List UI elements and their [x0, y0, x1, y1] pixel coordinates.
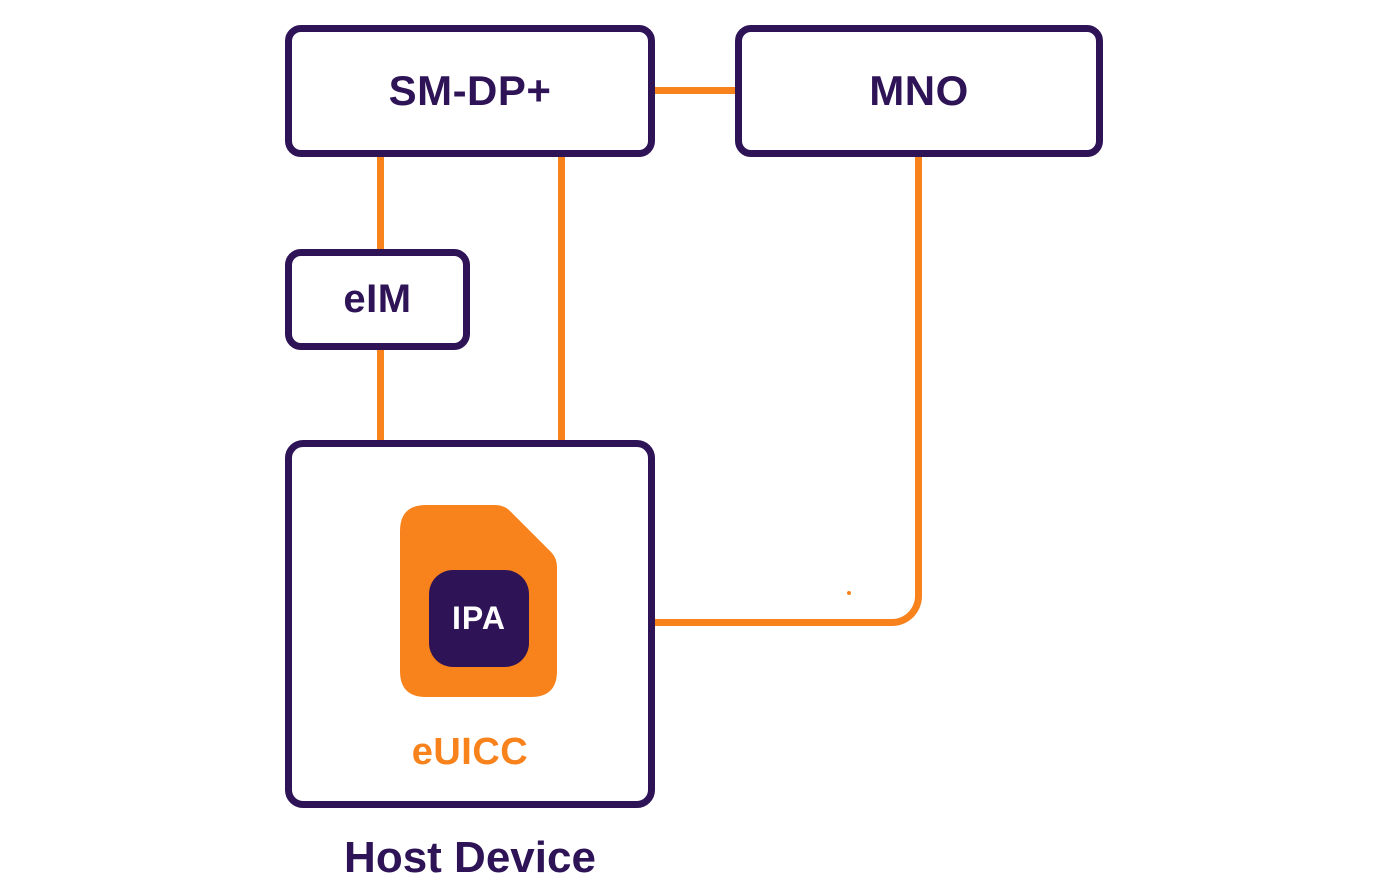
node-sm-dp-plus-label: SM-DP+	[388, 67, 552, 114]
node-mno-label: MNO	[869, 67, 969, 114]
node-host-device: IPA eUICC	[285, 440, 655, 808]
euicc-label: eUICC	[411, 731, 529, 773]
node-sm-dp-plus: SM-DP+	[285, 25, 655, 157]
node-mno: MNO	[735, 25, 1103, 157]
ipa-label: IPA	[452, 600, 506, 636]
host-device-label: Host Device	[344, 833, 596, 882]
connector-smdp-host	[558, 157, 565, 440]
connector-eim-host	[377, 350, 384, 440]
euicc-sim-card: IPA	[400, 505, 557, 697]
node-eim: eIM	[285, 249, 470, 350]
node-eim-label: eIM	[343, 277, 412, 321]
connector-smdp-mno	[655, 87, 735, 94]
stray-dot	[847, 591, 851, 595]
connector-mno-host	[655, 157, 922, 626]
ipa-chip: IPA	[429, 570, 529, 667]
connector-smdp-eim	[377, 157, 384, 249]
